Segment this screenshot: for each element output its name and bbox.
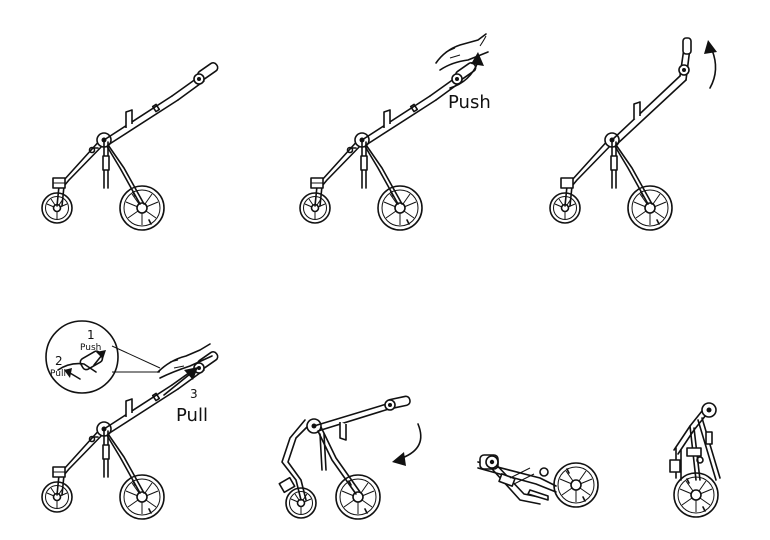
step-2-stroller-push-handle [300,61,477,230]
hand-icon [435,33,489,71]
curved-arrow-icon [392,423,422,466]
step-2-label: Push [448,92,491,113]
callout-2-text: Pull [50,369,66,379]
step-3-stroller-handle-upright [549,37,692,231]
straight-arrow-icon [64,350,106,380]
step-4-number: 3 [190,387,198,401]
curved-arrow-icon [449,52,484,89]
magnifier-callout-icon [45,320,161,394]
callout-1-text: Push [80,343,101,353]
callout-1-number: 1 [87,328,95,342]
step-1-stroller-open [42,61,219,230]
step-6-stroller-folded-flat [477,454,599,508]
step-7-stroller-fully-folded-standing [669,402,721,518]
hand-icon [157,343,213,379]
step-5-stroller-partially-folded [278,395,411,520]
straight-arrow-icon [163,367,198,396]
step-4-label: Pull [176,405,208,426]
curved-arrow-icon [704,40,717,89]
callout-2-number: 2 [55,354,63,368]
